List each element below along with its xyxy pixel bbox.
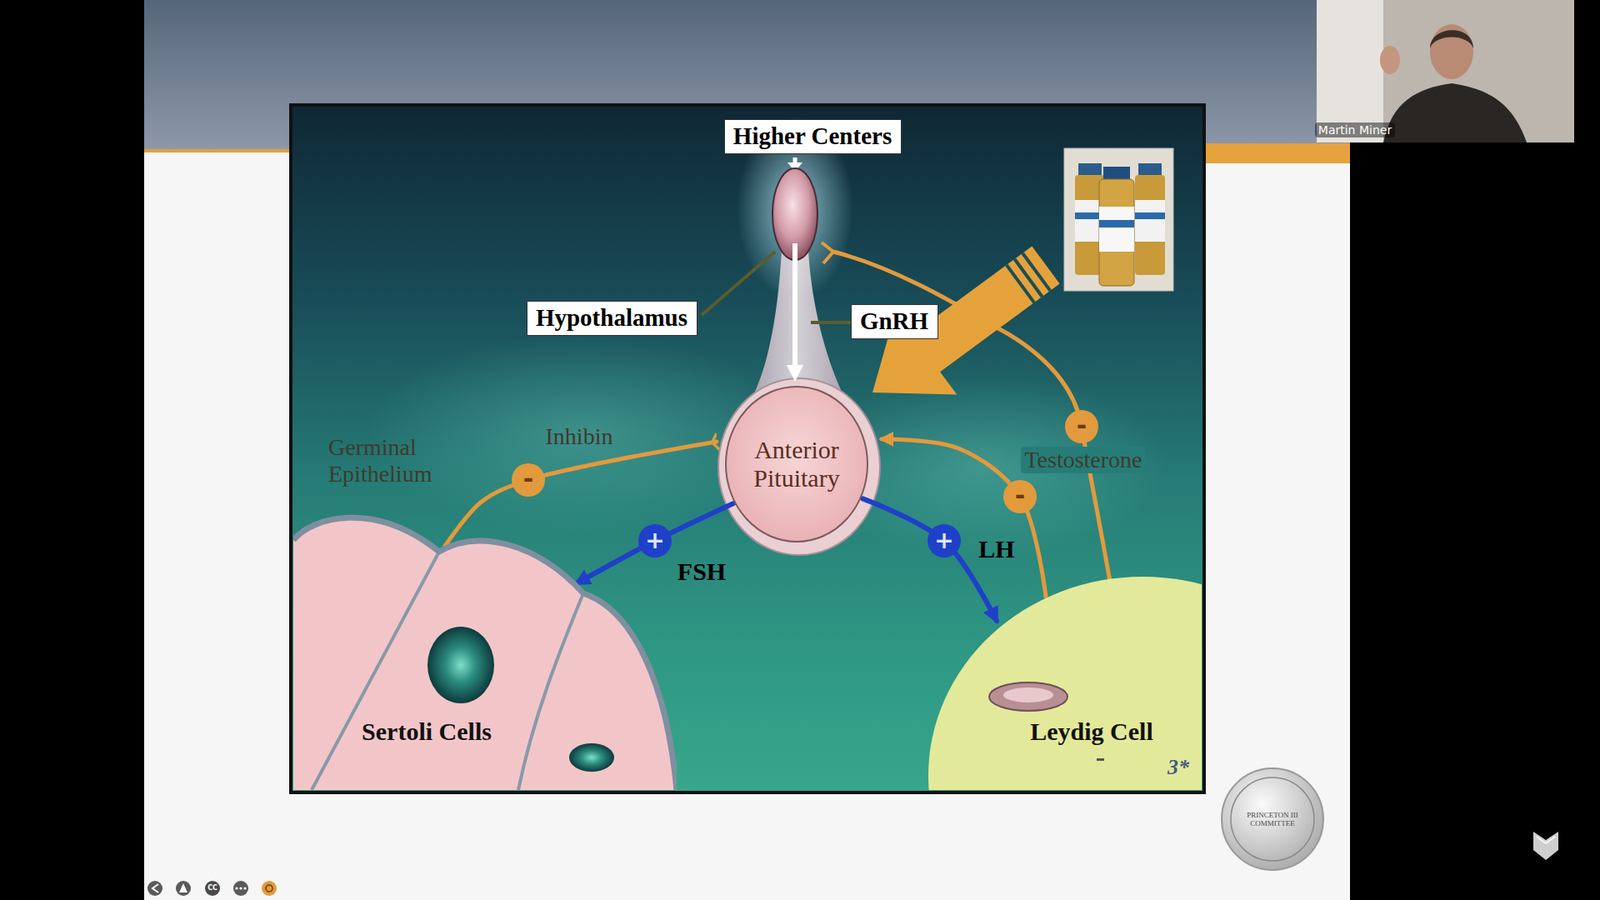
- presenter-body: [1383, 83, 1527, 143]
- nucleus-highlight: [1003, 687, 1054, 703]
- cell-region: Leydig Cell: [928, 576, 1202, 790]
- label-box: GnRH: [850, 304, 939, 340]
- cell-nucleus: [427, 626, 495, 704]
- caption-button: CC: [205, 880, 220, 896]
- stimulation-sign: +: [638, 524, 672, 558]
- player-toolbar: [147, 880, 277, 896]
- stimulation-sign: +: [927, 524, 961, 558]
- presenter-hair: [1430, 30, 1474, 49]
- presenter-head: [1430, 24, 1474, 80]
- vial-body: [1135, 175, 1165, 275]
- participant-name: Martin Miner: [1315, 122, 1395, 138]
- presenter-video: [1316, 0, 1575, 143]
- photo-background: [1064, 148, 1174, 291]
- epithelium-border: [293, 517, 677, 790]
- node-text: Hypothalamus: [535, 304, 690, 332]
- hormone-label: Testosterone: [1020, 446, 1145, 474]
- gnrh-arrowhead: [786, 365, 804, 382]
- gland-oval: Anterior Pituitary: [725, 385, 869, 543]
- arrow-stripe: [1014, 259, 1042, 297]
- vial-photo: [1064, 148, 1174, 291]
- cell-nucleus: [569, 743, 615, 772]
- person-icon: [179, 883, 188, 893]
- hormone-label: Inhibin: [545, 423, 614, 450]
- header-accent-bar: [1204, 143, 1350, 164]
- seal-text: PRINCETON III COMMITTEE: [1240, 810, 1305, 829]
- vial-label: [1099, 206, 1135, 252]
- node-text: Leydig Cell: [1030, 717, 1154, 747]
- toolbar-button: [261, 880, 277, 896]
- video-window: [1316, 0, 1384, 143]
- back-icon: [152, 884, 159, 893]
- dots-icon: [239, 886, 242, 890]
- node-text: Higher Centers: [732, 122, 894, 150]
- vial-cap: [1078, 163, 1102, 175]
- region-label: Germinal Epithelium: [328, 434, 454, 488]
- vial-cap: [1138, 163, 1162, 175]
- inhibition-sign: -: [1065, 410, 1099, 444]
- label-box: Higher Centers: [724, 119, 902, 155]
- cell-granule: [1096, 758, 1105, 761]
- node-text: Anterior Pituitary: [734, 435, 860, 494]
- inhibition-sign: -: [1003, 480, 1037, 514]
- arrow-stripe: [1022, 253, 1050, 291]
- leader-line: [701, 251, 775, 315]
- label-box: Hypothalamus: [526, 300, 698, 336]
- toolbar-button: [233, 880, 249, 896]
- presenter-hand: [1380, 45, 1400, 75]
- slide-number: 3*: [1167, 755, 1190, 780]
- vial-label-stripe: [1135, 212, 1165, 220]
- toolbar-button: [175, 880, 191, 896]
- node-text: Sertoli Cells: [361, 717, 492, 747]
- cell-membrane: [311, 551, 584, 790]
- vial-label: [1135, 200, 1165, 242]
- seal-ring: [1230, 777, 1315, 861]
- vial-body: [1099, 179, 1135, 286]
- brand-logo-mark: [1536, 836, 1555, 844]
- seal-disc: [1221, 768, 1324, 870]
- cell-fill: [293, 517, 677, 790]
- gnrh-arrow: [792, 243, 798, 367]
- toolbar-button: [147, 880, 163, 896]
- committee-seal: [1221, 768, 1324, 870]
- shape-outline: [293, 505, 677, 790]
- vial-cap: [1103, 166, 1130, 180]
- arrow-stripe: [1006, 265, 1035, 303]
- inhibition-sign: -: [511, 463, 545, 497]
- leader-line: [810, 320, 852, 325]
- cell-fill: [928, 576, 1202, 790]
- brand-logo: [1533, 831, 1559, 860]
- dots-icon: [235, 886, 238, 890]
- node-text: GnRH: [859, 307, 930, 335]
- hormone-label: LH: [978, 535, 1015, 565]
- shape-outline: [928, 576, 1202, 790]
- feedback-arrow: [445, 441, 717, 546]
- gland-outline: [725, 386, 868, 542]
- share-icon: [265, 885, 273, 892]
- stimulating-arrow: [862, 498, 997, 621]
- vial-label-stripe: [1099, 220, 1135, 228]
- slide-background: [144, 0, 1350, 900]
- feedback-fork: [821, 242, 834, 264]
- cell-region: Sertoli Cells: [293, 505, 677, 790]
- cell-nucleus: [989, 682, 1068, 711]
- dots-icon: [243, 886, 246, 890]
- hormone-label: FSH: [677, 557, 726, 587]
- pituitary-capsule: [718, 378, 880, 555]
- video-background: [1316, 0, 1575, 143]
